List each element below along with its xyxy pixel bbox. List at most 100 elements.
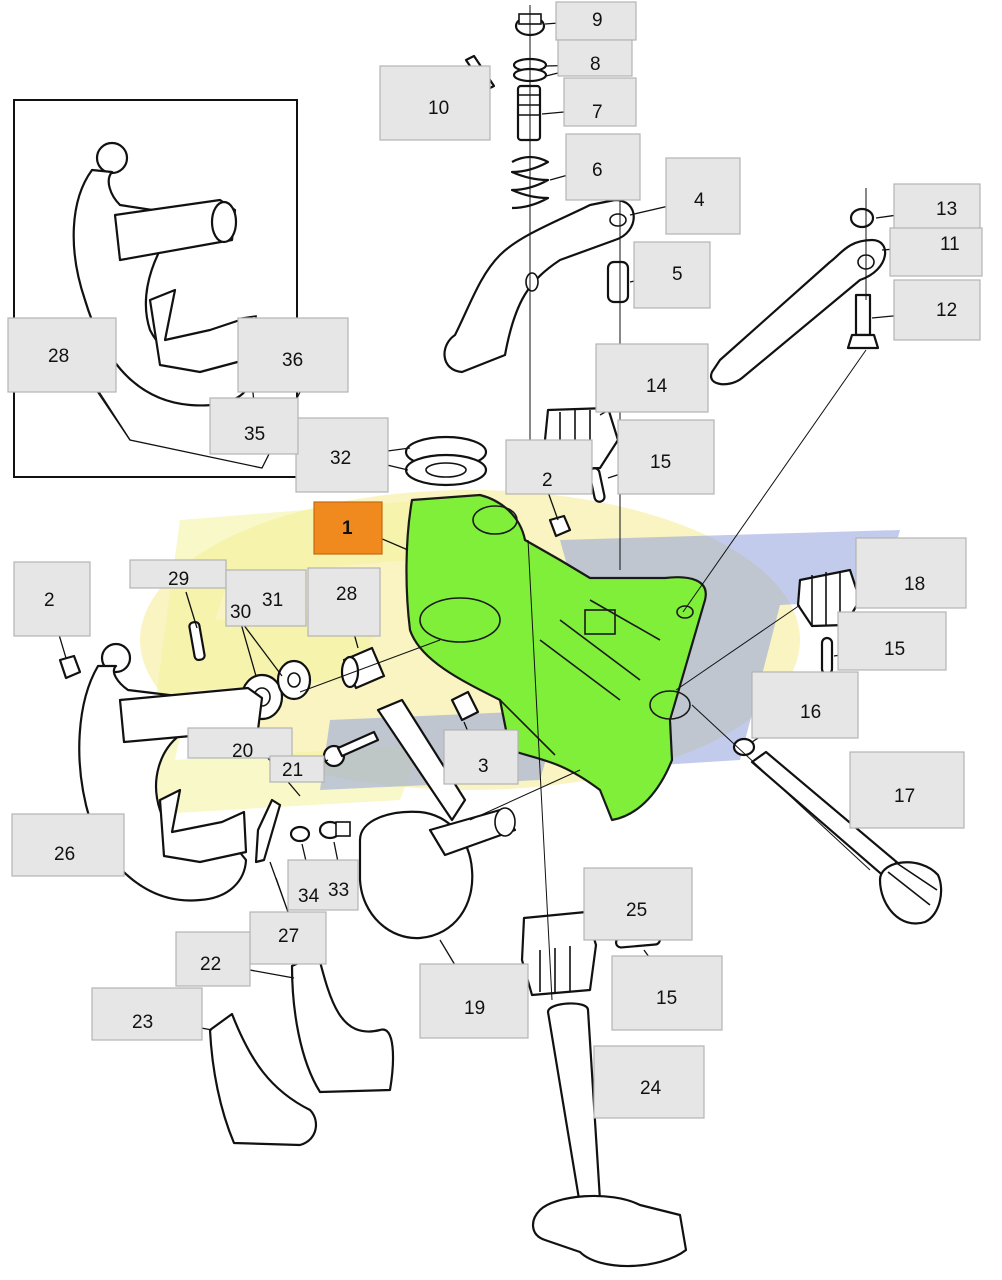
label-15a: 15 [650, 452, 671, 473]
label-15c: 15 [656, 988, 677, 1009]
part-4-lever [443, 198, 635, 374]
label-box-17 [849, 751, 965, 829]
label-box-15c [611, 955, 723, 1031]
label-box-28a [7, 317, 117, 393]
part-32-seals [404, 435, 488, 487]
part-33-bolt [318, 820, 351, 840]
label-box-16 [751, 671, 859, 739]
label-29: 29 [168, 569, 189, 590]
label-box-18 [855, 537, 967, 609]
label-box-13 [893, 183, 981, 237]
label-box-28b [307, 567, 381, 637]
label-box-21 [269, 755, 325, 783]
label-28b: 28 [336, 584, 357, 605]
label-1: 1 [342, 518, 353, 539]
label-2a: 2 [542, 470, 553, 491]
label-box-19 [419, 963, 529, 1039]
label-28a: 28 [48, 346, 69, 367]
label-18: 18 [904, 574, 925, 595]
label-15b: 15 [884, 639, 905, 660]
label-21: 21 [282, 760, 303, 781]
label-16: 16 [800, 702, 821, 723]
part-29-pin [188, 620, 206, 662]
part-2-grease-nipple-top [548, 514, 572, 538]
label-box-15a [617, 419, 715, 495]
label-box-20 [187, 727, 293, 759]
label-14: 14 [646, 376, 668, 397]
part-34-nut [289, 825, 311, 843]
part-24-pedal-shaft [532, 1002, 688, 1268]
label-box-15b [837, 611, 947, 671]
label-35: 35 [244, 424, 265, 445]
label-10: 10 [428, 98, 449, 119]
part-plate [376, 698, 467, 822]
label-19: 19 [464, 998, 485, 1019]
part-19-gearbox-cover [358, 807, 517, 940]
part-25-sprocket [520, 910, 598, 997]
label-17: 17 [894, 786, 915, 807]
label-26: 26 [54, 844, 75, 865]
label-6: 6 [592, 160, 603, 181]
label-box-25 [583, 867, 693, 941]
part-16-washer [732, 737, 756, 757]
inset-frame [13, 99, 298, 478]
label-box-36 [237, 317, 349, 393]
part-5-bush [606, 260, 630, 304]
part-7-stud [516, 84, 542, 142]
label-box-35 [209, 397, 299, 455]
part-3-grease-nipple [450, 690, 480, 722]
label-24: 24 [640, 1078, 662, 1099]
part-17-shaft [750, 750, 943, 925]
part-labels: 1 9 8 10 7 6 4 5 13 11 12 14 15 3 2 2 28 [7, 1, 983, 1119]
label-box-23 [91, 987, 203, 1041]
label-box-1 [313, 501, 383, 555]
label-box-5 [633, 241, 711, 309]
label-box-27 [249, 911, 327, 965]
label-box-7 [563, 77, 637, 127]
label-7: 7 [592, 102, 603, 123]
label-box-34-33 [287, 859, 359, 911]
part-13-nut [849, 207, 875, 229]
label-box-10 [379, 65, 491, 141]
label-30: 30 [230, 602, 251, 623]
label-27: 27 [278, 926, 299, 947]
part-12-bolt [846, 293, 880, 350]
label-3: 3 [478, 756, 489, 777]
label-11: 11 [940, 234, 960, 255]
part-1-housing-highlighted [405, 493, 707, 822]
label-5: 5 [672, 264, 683, 285]
label-20: 20 [232, 741, 253, 762]
label-box-2b [13, 561, 91, 637]
label-box-12 [893, 279, 981, 341]
label-box-4 [665, 157, 741, 235]
label-12: 12 [936, 300, 957, 321]
label-box-2a [505, 439, 593, 495]
label-13: 13 [936, 199, 957, 220]
label-23: 23 [132, 1012, 153, 1033]
label-box-22 [175, 931, 251, 987]
label-box-24 [593, 1045, 705, 1119]
label-9: 9 [592, 10, 603, 31]
label-box-14 [595, 343, 709, 413]
label-box-8 [557, 39, 633, 77]
label-box-32 [295, 417, 389, 493]
label-36: 36 [282, 350, 303, 371]
label-4: 4 [694, 190, 705, 211]
part-15b-pin [820, 636, 834, 676]
part-2-grease-nipple-left [58, 654, 82, 680]
label-box-11 [889, 227, 983, 277]
label-34: 34 [298, 886, 320, 907]
label-25: 25 [626, 900, 647, 921]
label-8: 8 [590, 54, 601, 75]
label-33: 33 [328, 880, 349, 901]
label-31: 31 [262, 590, 283, 611]
label-box-3 [443, 729, 519, 785]
label-box-6 [565, 133, 641, 201]
label-22: 22 [200, 954, 221, 975]
part-27-gasket [254, 798, 282, 864]
label-2b: 2 [44, 590, 55, 611]
label-box-9 [555, 1, 637, 41]
part-23-plate [208, 1012, 318, 1147]
label-box-30-31 [225, 569, 307, 627]
